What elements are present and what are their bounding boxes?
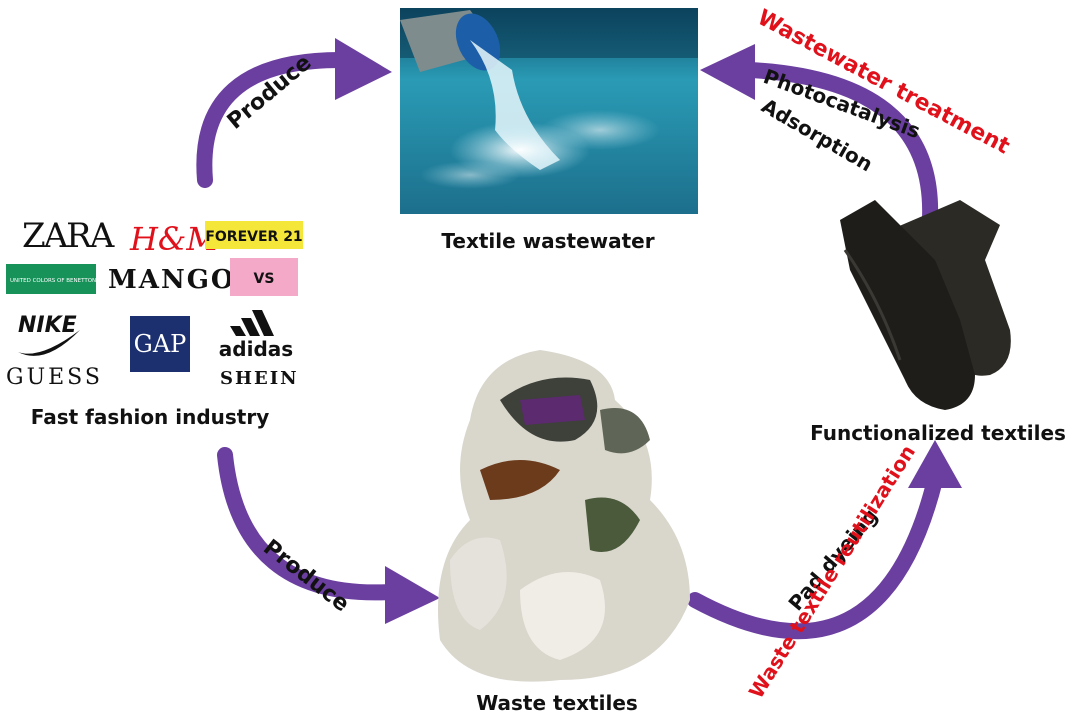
logo-benetton-bg — [6, 264, 96, 294]
arrow-treatment — [742, 62, 939, 226]
nike-swoosh-icon — [18, 330, 80, 356]
logo-victorias-secret-bg — [230, 258, 298, 296]
logo-forever21: FOREVER 21 — [205, 229, 302, 245]
wastewater-image — [400, 8, 698, 214]
logo-nike: NIKE — [18, 313, 77, 338]
logo-guess: GUESS — [6, 365, 103, 390]
logo-forever21-bg — [205, 221, 303, 249]
logo-benetton: UNITED COLORS OF BENETTON — [10, 278, 96, 284]
brand-logos: ZARA H&M FOREVER 21 UNITED COLORS OF BEN… — [6, 216, 303, 390]
arrowhead-top-left — [335, 38, 392, 100]
label-produce-bottom: Produce — [258, 535, 353, 617]
adidas-stripes-icon — [230, 310, 274, 336]
arrowhead-bottom-left — [385, 566, 440, 624]
logo-shein: SHEIN — [220, 368, 299, 389]
logo-adidas: adidas — [219, 337, 293, 361]
arrow-reutilization — [687, 472, 943, 640]
label-waste-textiles: Waste textiles — [476, 691, 638, 715]
logo-gap: GAP — [134, 330, 187, 358]
cycle-arrows — [196, 52, 943, 640]
label-functionalized-textiles: Functionalized textiles — [810, 421, 1066, 445]
waste-textiles-image — [438, 350, 690, 682]
arrow-heads — [335, 38, 962, 624]
arrowhead-bottom-right — [908, 440, 962, 488]
logo-gap-bg — [130, 316, 190, 372]
label-textile-wastewater: Textile wastewater — [441, 229, 654, 253]
logo-zara: ZARA — [22, 216, 115, 256]
arrowhead-top-right — [700, 44, 755, 100]
logo-victorias-secret: VS — [254, 271, 275, 287]
functionalized-socks-image — [840, 200, 1011, 410]
label-fast-fashion-industry: Fast fashion industry — [31, 405, 270, 429]
arrow-produce-bottom — [217, 447, 398, 601]
logo-mango: MANGO — [108, 265, 236, 295]
arrow-produce-top — [196, 52, 348, 188]
